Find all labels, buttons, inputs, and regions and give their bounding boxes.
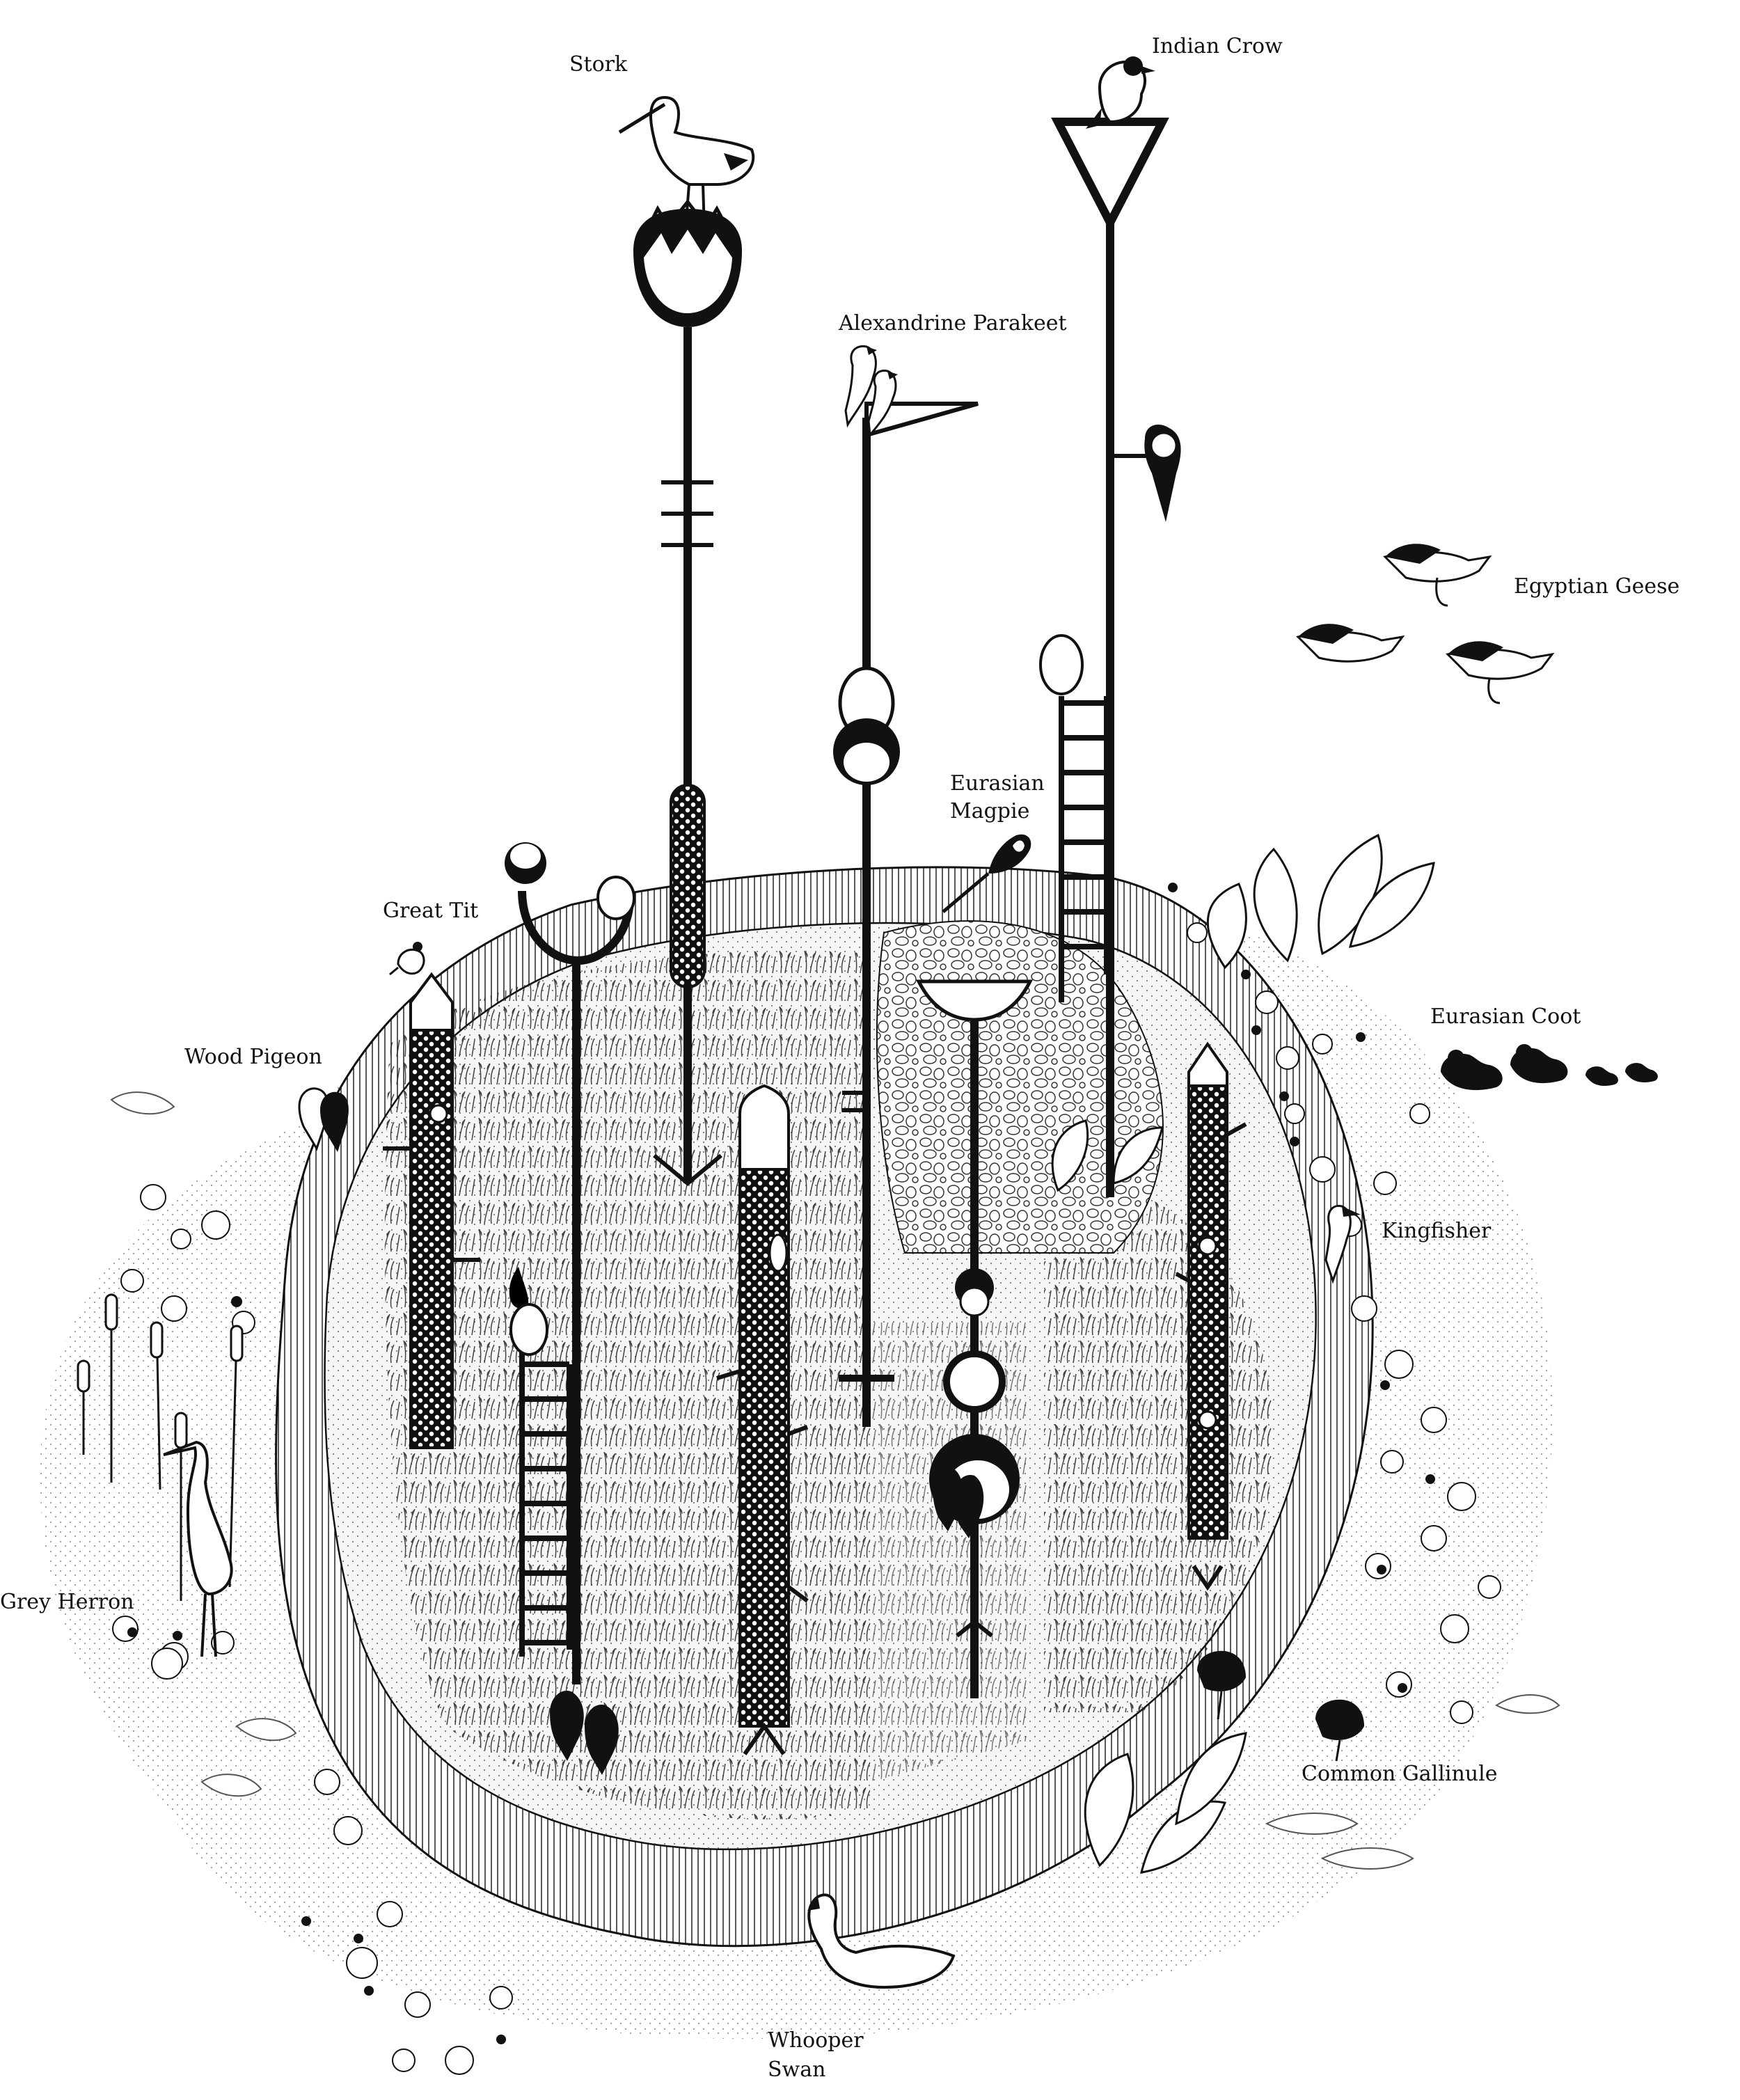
ladder-left — [519, 1323, 572, 1657]
ladder-left-finial — [509, 1303, 548, 1356]
egyptian-geese-flock — [1296, 544, 1555, 704]
lily-pads — [112, 922, 1501, 2075]
hook-pole — [505, 842, 635, 1684]
label-grey-herron: Grey Herron — [0, 1590, 134, 1614]
grey-herron-bird — [163, 1440, 233, 1657]
lily-flowers — [127, 883, 1435, 2044]
parakeet-pole — [833, 402, 979, 1427]
label-whooper-swan-line1: Whooper — [768, 2028, 864, 2053]
label-great-tit: Great Tit — [383, 899, 479, 923]
label-stork: Stork — [569, 52, 628, 77]
wood-pigeon-birds — [298, 1087, 349, 1152]
common-gallinule-birds — [1197, 1650, 1364, 1762]
label-wood-pigeon: Wood Pigeon — [184, 1045, 322, 1069]
label-eurasian-magpie-line1: Eurasian — [950, 771, 1045, 796]
label-eurasian-coot: Eurasian Coot — [1430, 1004, 1581, 1029]
label-whooper-swan-line2: Swan — [768, 2058, 826, 2082]
label-kingfisher: Kingfisher — [1382, 1219, 1492, 1243]
ladder-right — [1059, 696, 1109, 1002]
whooper-swan-bird — [807, 1893, 956, 1989]
ground-birds — [550, 1468, 984, 1775]
fish-group — [110, 1091, 1560, 1870]
eurasian-coot-birds — [1441, 1044, 1658, 1091]
broadleaf-plants — [1051, 833, 1435, 1874]
stork-nest-basket — [633, 198, 742, 327]
stork-bird — [618, 95, 754, 230]
label-alexandrine-parakeet: Alexandrine Parakeet — [839, 311, 1067, 335]
indian-crow-bird — [1086, 56, 1155, 129]
parakeet-birds — [844, 345, 898, 438]
ladder-right-finial — [1039, 634, 1084, 695]
kingfisher-bird — [1324, 1204, 1361, 1284]
label-indian-crow: Indian Crow — [1152, 34, 1283, 58]
cattail-reeds — [77, 1293, 244, 1601]
label-eurasian-magpie-line2: Magpie — [950, 799, 1030, 823]
great-tit-pole — [383, 972, 480, 1449]
eurasian-magpie-bird — [942, 834, 1031, 913]
ladder-left-egg — [509, 1267, 529, 1309]
label-common-gallinule: Common Gallinule — [1302, 1762, 1498, 1786]
label-egyptian-geese: Egyptian Geese — [1514, 574, 1680, 599]
stork-pole — [653, 327, 722, 1186]
great-tit-bird — [389, 942, 425, 976]
center-pole — [716, 1084, 809, 1755]
kingfisher-pole — [1175, 1041, 1247, 1591]
